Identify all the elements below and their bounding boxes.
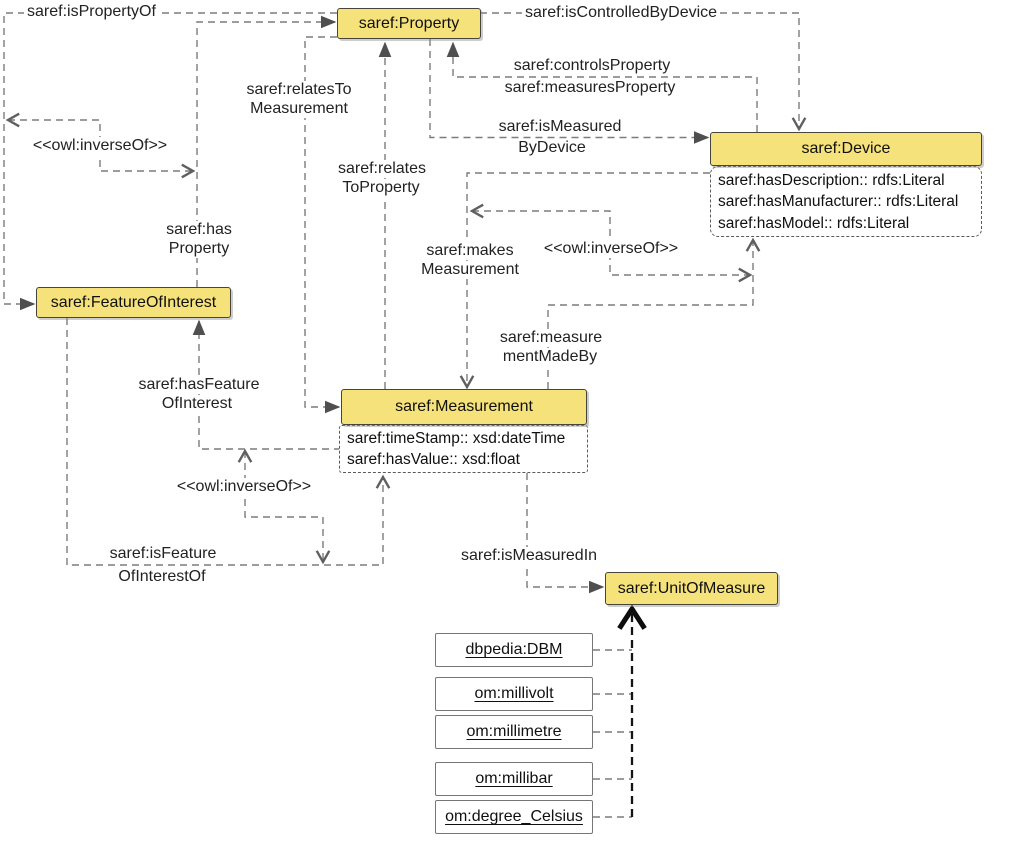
measurement-attribute-timestamp: saref:timeStamp:: xsd:dateTime xyxy=(347,430,566,447)
edge-is-measured-in xyxy=(526,473,605,594)
class-property: saref:Property xyxy=(337,8,481,39)
class-unit-of-measure: saref:UnitOfMeasure xyxy=(605,572,778,605)
device-attribute-has-manufacturer: saref:hasManufacturer:: rdfs:Literal xyxy=(718,193,959,210)
edge-label-has-feature-of-interest-1: saref:hasFeature xyxy=(135,376,263,394)
edge-label-is-feature-of-interest-of-1: saref:isFeature xyxy=(106,545,220,563)
class-device-attributes: saref:hasDescription:: rdfs:Literal sare… xyxy=(710,166,982,237)
instance-connectors xyxy=(593,649,632,818)
edge-label-measurement-made-by-1: saref:measure xyxy=(496,329,606,347)
edge-label-is-measured-by-device-1: saref:isMeasured xyxy=(495,118,625,136)
edge-label-relates-to-property-2: ToProperty xyxy=(339,179,423,197)
edge-label-is-controlled-by-device: saref:isControlledByDevice xyxy=(521,4,721,22)
instance-om-millimetre-label: om:millimetre xyxy=(466,723,562,740)
instance-om-degree-celsius-label: om:degree_Celsius xyxy=(445,808,583,825)
instance-om-millibar-label: om:millibar xyxy=(475,770,553,787)
edge-label-is-property-of: saref:isPropertyOf xyxy=(24,3,159,21)
edge-measurement-made-by xyxy=(547,237,761,389)
instance-om-millimetre: om:millimetre xyxy=(435,715,593,749)
class-feature-of-interest: saref:FeatureOfInterest xyxy=(36,287,231,318)
edge-label-measures-property: saref:measuresProperty xyxy=(501,79,679,97)
instance-om-degree-celsius: om:degree_Celsius xyxy=(435,800,593,834)
instance-dbpedia-dbm: dbpedia:DBM xyxy=(435,633,593,667)
device-attribute-has-description: saref:hasDescription:: rdfs:Literal xyxy=(718,171,945,189)
edge-label-makes-measurement-1: saref:makes xyxy=(423,242,517,260)
edge-label-inverse-of-3: <<owl:inverseOf>> xyxy=(173,478,315,496)
edge-label-has-property-2: Property xyxy=(165,240,233,258)
device-attribute-has-model: saref:hasModel:: rdfs:Literal xyxy=(718,214,910,232)
edge-label-is-feature-of-interest-of-2: OfInterestOf xyxy=(115,568,209,586)
edge-label-is-measured-by-device-2: ByDevice xyxy=(515,139,589,157)
edge-is-controlled-by-device xyxy=(480,12,807,132)
instance-dbpedia-dbm-label: dbpedia:DBM xyxy=(465,641,563,658)
edge-label-relates-to-property-1: saref:relates xyxy=(334,160,430,178)
edge-makes-measurement xyxy=(459,172,710,390)
measurement-attribute-has-value: saref:hasValue:: xsd:float xyxy=(347,451,520,468)
edge-label-controls-property: saref:controlsProperty xyxy=(510,57,674,75)
class-device: saref:Device xyxy=(710,132,982,166)
edge-controls-measures-property xyxy=(446,41,758,132)
edge-label-relates-to-measurement-1: saref:relatesTo xyxy=(243,81,355,99)
class-measurement-attributes: saref:timeStamp:: xsd:dateTime saref:has… xyxy=(339,425,588,473)
edge-label-inverse-of-1: <<owl:inverseOf>> xyxy=(29,137,171,155)
edge-is-feature-of-interest-of xyxy=(66,318,391,566)
instance-om-millibar: om:millibar xyxy=(435,762,593,796)
edge-label-relates-to-measurement-2: Measurement xyxy=(247,100,351,118)
instance-om-millivolt-label: om:millivolt xyxy=(474,685,554,702)
edge-inverse-of-3 xyxy=(237,448,331,565)
instance-om-millivolt: om:millivolt xyxy=(435,677,593,711)
edge-label-is-measured-in: saref:isMeasuredIn xyxy=(457,547,601,565)
edge-is-property-of xyxy=(3,12,337,311)
edge-label-measurement-made-by-2: mentMadeBy xyxy=(499,348,601,366)
edge-has-property xyxy=(196,15,337,287)
edge-is-measured-by-device xyxy=(429,39,710,144)
edge-label-has-property-1: saref:has xyxy=(163,221,235,239)
class-measurement: saref:Measurement xyxy=(341,389,587,425)
edge-relates-to-measurement xyxy=(304,36,341,414)
edge-label-has-feature-of-interest-2: OfInterest xyxy=(158,395,236,413)
edge-label-inverse-of-2: <<owl:inverseOf>> xyxy=(540,240,682,258)
edge-label-makes-measurement-2: Measurement xyxy=(418,261,522,279)
